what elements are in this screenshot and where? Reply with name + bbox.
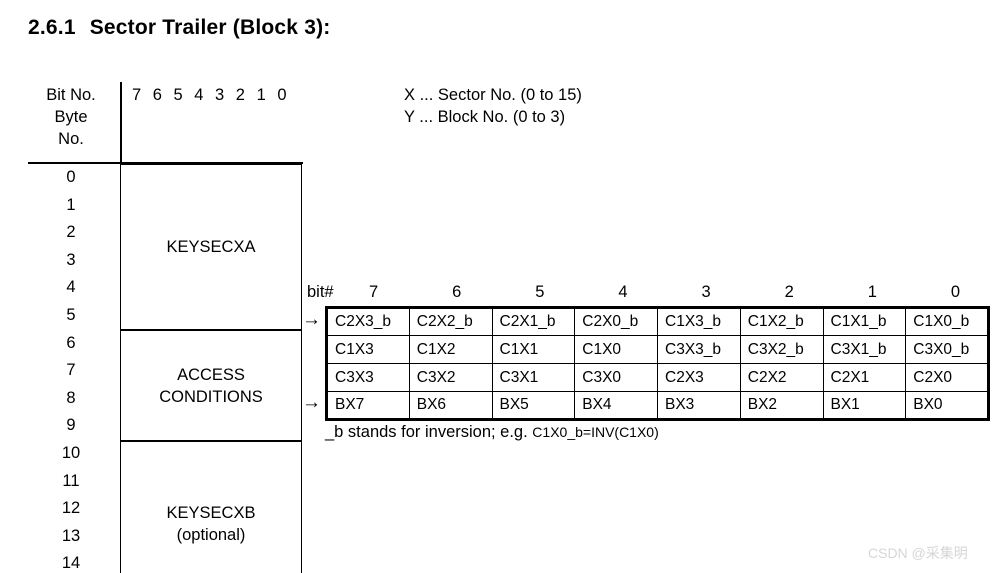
byte-number: 8 <box>66 388 76 407</box>
block-access-conditions: ACCESS CONDITIONS <box>120 330 302 441</box>
bit-cell: C3X1 <box>491 363 576 392</box>
section-number: 2.6.1 <box>28 16 76 39</box>
bit-cell: BX7 <box>326 391 410 420</box>
bit-column-number: 3 <box>701 283 711 301</box>
bit-column-number: 0 <box>950 283 961 301</box>
byte-number: 9 <box>66 416 76 435</box>
legend: X ... Sector No. (0 to 15) Y ... Block N… <box>404 84 582 128</box>
bit-cell: C2X3_b <box>326 307 410 336</box>
table-row: C1X3 C1X2 C1X1 C1X0 C3X3_b C3X2_b C3X1_b… <box>326 335 989 364</box>
bit-cell: C3X0_b <box>905 335 989 364</box>
bit-column-numbers: 7 6 5 4 3 2 1 0 <box>332 283 997 302</box>
bit-cell: C2X1_b <box>491 307 576 336</box>
bit-cell: C1X2 <box>408 335 493 364</box>
block-key-a: KEYSECXA <box>120 164 302 330</box>
table-row: C2X3_b C2X2_b C2X1_b C2X0_b C1X3_b C1X2_… <box>326 307 989 336</box>
bit-cell: C1X3_b <box>657 307 741 336</box>
byte-number: 3 <box>66 250 76 269</box>
table-row: C3X3 C3X2 C3X1 C3X0 C2X3 C2X2 C2X1 C2X0 <box>326 363 989 392</box>
bit-column-number: 4 <box>618 283 628 301</box>
arrow-right-icon: → <box>302 392 321 413</box>
bit-column-number: 1 <box>867 283 877 301</box>
bit-cell: C3X2 <box>408 363 493 392</box>
section-heading: 2.6.1 Sector Trailer (Block 3): <box>28 16 330 40</box>
inversion-caption-text: _b stands for inversion; e.g. <box>325 423 528 441</box>
watermark: CSDN @采集明 <box>868 545 968 561</box>
bit-cell: C2X3 <box>657 363 741 392</box>
bit-column-number: 2 <box>784 283 794 301</box>
byte-layout-table: Bit No. Byte No. 7 6 5 4 3 2 1 0 0 1 2 3… <box>28 82 303 573</box>
byte-number: 12 <box>61 499 81 518</box>
legend-line-y: Y ... Block No. (0 to 3) <box>404 108 566 126</box>
header-horizontal-rule <box>28 162 303 164</box>
bit-cell: C1X1 <box>491 335 576 364</box>
bit-cell: C1X3 <box>326 335 410 364</box>
bit-table-header: bit# 7 6 5 4 3 2 1 0 <box>307 283 997 305</box>
bit-cell: C3X3 <box>326 363 410 392</box>
bit-cell: C2X2 <box>739 363 824 392</box>
arrow-right-icon: → <box>302 309 321 330</box>
header-vertical-rule <box>120 82 122 162</box>
table-row: BX7 BX6 BX5 BX4 BX3 BX2 BX1 BX0 <box>326 391 989 420</box>
byte-table-header-left: Bit No. Byte No. <box>28 84 114 150</box>
bit-cell: C2X1 <box>822 363 907 392</box>
byte-number: 7 <box>66 361 76 380</box>
bit-cell: C1X0_b <box>905 307 989 336</box>
bit-cell: C2X0_b <box>574 307 658 336</box>
byte-number-column: 0 1 2 3 4 5 6 7 8 9 10 11 12 13 14 15 <box>28 164 114 573</box>
bit-no-label: Bit No. <box>46 86 96 104</box>
inversion-caption-example: C1X0_b=INV(C1X0) <box>532 424 659 440</box>
byte-number: 4 <box>66 278 76 297</box>
byte-number: 13 <box>61 526 81 545</box>
no-label: No. <box>58 130 84 148</box>
legend-line-x: X ... Sector No. (0 to 15) <box>404 86 582 104</box>
byte-number: 14 <box>61 554 81 573</box>
bit-cell: BX6 <box>408 391 493 420</box>
bit-column-number: 7 <box>368 283 379 301</box>
bit-cell: C3X2_b <box>739 335 824 364</box>
block-key-b-optional-label: (optional) <box>176 526 246 544</box>
bit-cell: BX5 <box>491 391 576 420</box>
block-key-b: KEYSECXB (optional) <box>120 441 302 573</box>
bit-cell: BX1 <box>822 391 907 420</box>
block-key-a-label: KEYSECXA <box>166 238 256 256</box>
bit-cell: BX0 <box>905 391 989 420</box>
bit-cell: C2X0 <box>905 363 989 392</box>
bit-cell: C2X2_b <box>408 307 493 336</box>
block-key-b-label: KEYSECXB <box>166 504 256 522</box>
access-bits-table: C2X3_b C2X2_b C2X1_b C2X0_b C1X3_b C1X2_… <box>325 306 990 421</box>
bit-numbers-header: 7 6 5 4 3 2 1 0 <box>132 86 291 104</box>
bit-cell: C1X0 <box>574 335 658 364</box>
section-title: Sector Trailer (Block 3): <box>89 16 331 39</box>
byte-number: 2 <box>66 223 76 242</box>
access-conditions-label-line1: ACCESS <box>177 365 245 384</box>
bit-cell: C1X2_b <box>739 307 824 336</box>
bit-column-number: 6 <box>452 283 462 301</box>
byte-number: 10 <box>61 443 81 462</box>
bit-cell: C3X1_b <box>822 335 907 364</box>
bit-cell: BX2 <box>739 391 824 420</box>
bit-cell: C3X0 <box>574 363 658 392</box>
byte-number: 5 <box>66 305 76 324</box>
bit-cell: BX3 <box>657 391 741 420</box>
byte-number: 11 <box>62 471 80 490</box>
byte-label: Byte <box>54 108 88 126</box>
byte-number: 6 <box>66 333 76 352</box>
bit-cell: BX4 <box>574 391 658 420</box>
access-conditions-label-line2: CONDITIONS <box>159 387 263 406</box>
byte-number: 0 <box>66 168 76 186</box>
inversion-caption: _b stands for inversion; e.g. C1X0_b=INV… <box>325 423 659 442</box>
byte-number: 1 <box>66 195 76 214</box>
bit-cell: C3X3_b <box>657 335 741 364</box>
bit-column-number: 5 <box>535 283 545 301</box>
bit-hash-label: bit# <box>307 283 334 301</box>
bit-cell: C1X1_b <box>822 307 907 336</box>
